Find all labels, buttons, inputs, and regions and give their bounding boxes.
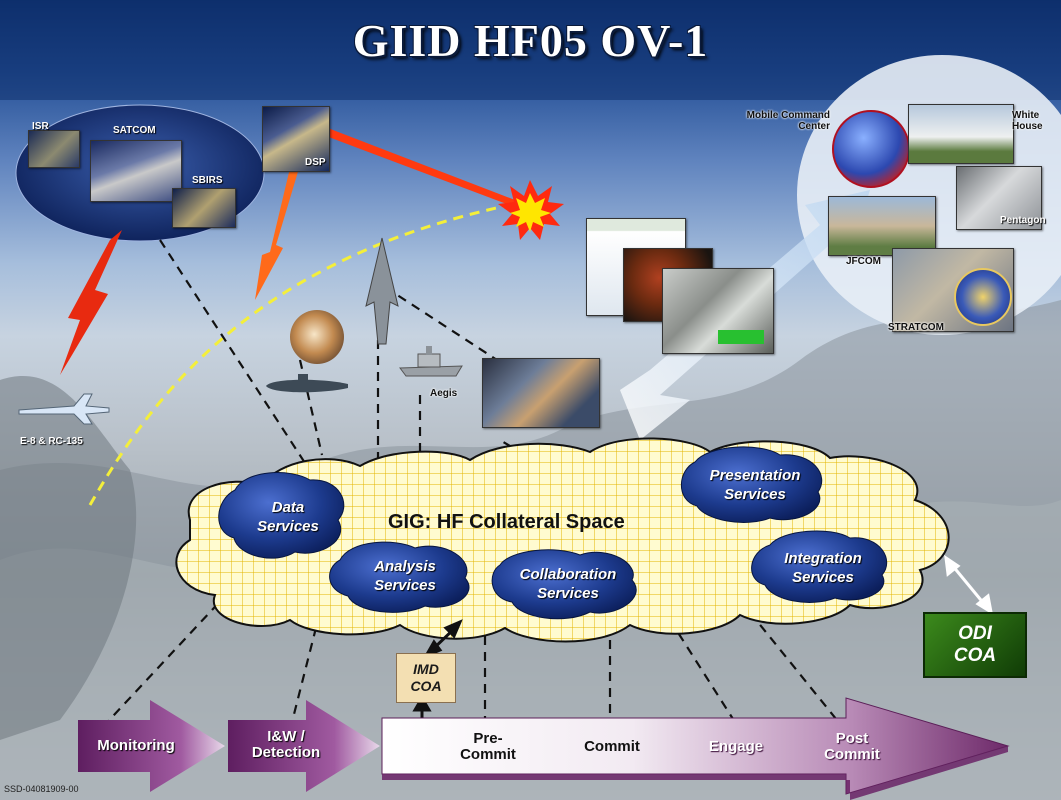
detection-line1: I&W / <box>267 728 305 745</box>
odi-coa-line1: ODI <box>958 623 992 644</box>
submarine-icon <box>262 370 352 396</box>
monitoring-phase-label: Monitoring <box>97 737 175 754</box>
analysis-services-line1: Analysis <box>374 558 436 575</box>
engage-line1: Engage <box>708 738 764 755</box>
data-services-line1: Data <box>271 499 305 516</box>
analysis-services-node: Analysis Services <box>340 544 470 608</box>
aircraft-label: E-8 & RC-135 <box>20 436 83 447</box>
integration-services-line1: Integration <box>784 550 862 567</box>
white-house-label: White House <box>1012 110 1043 132</box>
mobile-command-globe-icon <box>832 110 910 188</box>
dsp-satellite-image <box>262 106 330 172</box>
collaboration-services-line1: Collaboration <box>519 566 617 583</box>
commit-phase-label: Commit <box>576 739 648 755</box>
aegis-ship-icon <box>398 344 464 380</box>
odi-coa-box: ODI COA <box>923 612 1027 678</box>
stratcom-label: STRATCOM <box>888 322 944 333</box>
integration-services-line2: Services <box>792 569 854 586</box>
launch-explosion-icon <box>290 310 344 364</box>
pre-commit-line1: Pre- <box>473 730 503 747</box>
imd-coa-line2: COA <box>410 678 442 694</box>
collaboration-services-node: Collaboration Services <box>498 552 638 616</box>
pre-commit-line2: Commit <box>460 746 516 763</box>
presentation-services-line2: Services <box>724 486 786 503</box>
pentagon-label: Pentagon <box>1000 215 1046 226</box>
commit-line1: Commit <box>584 738 640 755</box>
sbirs-satellite-image <box>172 188 236 228</box>
pentagon-image <box>956 166 1042 230</box>
mobile-command-label: Mobile Command Center <box>730 110 830 132</box>
diagram-title: GIID HF05 OV-1 <box>352 15 709 66</box>
dsp-label: DSP <box>305 157 326 168</box>
detection-line2: Detection <box>251 744 321 761</box>
odi-coa-line2: COA <box>953 645 997 666</box>
jfcom-image <box>828 196 936 256</box>
white-house-image <box>908 104 1014 164</box>
operator-workstation-image <box>482 358 600 428</box>
analysis-services-line2: Services <box>374 577 436 594</box>
isr-satellite-image <box>28 130 80 168</box>
data-services-node: Data Services <box>228 478 348 556</box>
gig-cloud-label: GIG: HF Collateral Space <box>388 511 625 533</box>
integration-services-node: Integration Services <box>760 532 886 604</box>
pre-commit-phase-label: Pre- Commit <box>452 731 524 763</box>
post-commit-line2: Commit <box>824 746 880 763</box>
engage-phase-label: Engage <box>700 739 772 755</box>
aircraft-icon <box>14 388 114 428</box>
presentation-services-line1: Presentation <box>709 467 801 484</box>
data-services-line2: Services <box>257 518 319 535</box>
presentation-services-node: Presentation Services <box>685 450 825 520</box>
post-commit-line1: Post <box>835 730 869 747</box>
mobile-command-text: Mobile Command Center <box>746 110 830 132</box>
satcom-satellite-image <box>90 140 182 202</box>
imd-coa-line1: IMD <box>413 661 439 677</box>
bomber-icon <box>362 236 402 346</box>
satcom-label: SATCOM <box>113 125 156 136</box>
detection-phase-label: I&W / Detection <box>234 729 338 761</box>
collaboration-services-line2: Services <box>537 585 599 602</box>
isr-label: ISR <box>32 121 49 132</box>
display-screen-3-status <box>718 330 764 344</box>
stratcom-seal-icon <box>954 268 1012 326</box>
aegis-label: Aegis <box>430 388 458 399</box>
post-commit-phase-label: Post Commit <box>812 731 892 763</box>
jfcom-label: JFCOM <box>846 256 881 267</box>
sbirs-label: SBIRS <box>192 175 223 186</box>
document-id-footnote: SSD-04081909-00 <box>4 784 79 794</box>
imd-coa-box: IMD COA <box>396 653 456 703</box>
